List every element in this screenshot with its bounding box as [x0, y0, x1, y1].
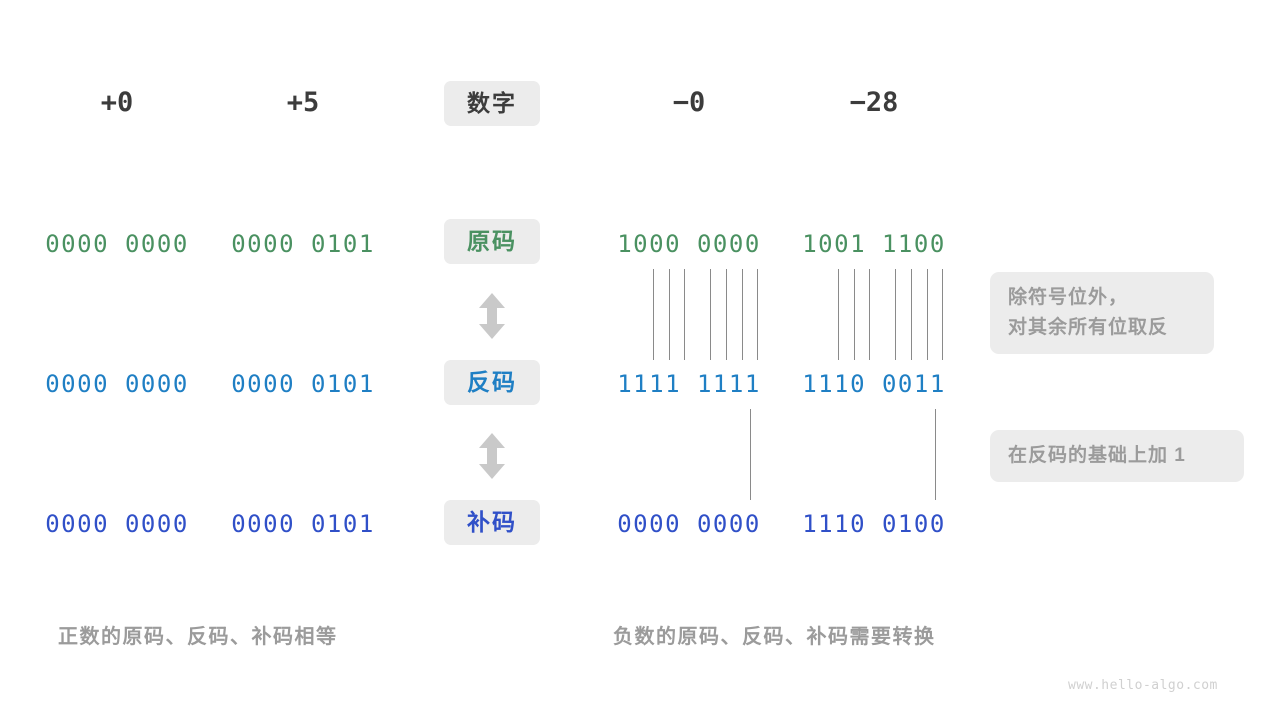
connector-line-invert-minus28-bit6 [911, 269, 912, 360]
connector-line-invert-minus28-bit5 [895, 269, 896, 360]
note-add-one: 在反码的基础上加 1 [990, 430, 1244, 482]
cell-twos-complement-minus0: 0000 0000 [617, 510, 761, 538]
cell-sign-magnitude-minus28: 1001 1100 [802, 230, 946, 258]
cell-ones-complement-plus5: 0000 0101 [231, 370, 375, 398]
cell-twos-complement-minus28: 1110 0100 [802, 510, 946, 538]
cell-sign-magnitude-minus0: 1000 0000 [617, 230, 761, 258]
column-header-minus0: −0 [672, 87, 706, 118]
column-header-minus28: −28 [849, 87, 899, 118]
connector-line-invert-minus0-bit7 [742, 269, 743, 360]
connector-line-invert-minus28-bit7 [927, 269, 928, 360]
cell-ones-complement-minus28: 1110 0011 [802, 370, 946, 398]
cell-twos-complement-plus0: 0000 0000 [45, 510, 189, 538]
column-header-plus0: +0 [100, 87, 134, 118]
connector-line-invert-minus0-bit8 [757, 269, 758, 360]
caption-negative: 负数的原码、反码、补码需要转换 [613, 626, 936, 648]
cell-ones-complement-plus0: 0000 0000 [45, 370, 189, 398]
connector-line-invert-minus0-bit6 [726, 269, 727, 360]
double-arrow-icon [475, 432, 509, 485]
connector-line-invert-minus0-bit2 [653, 269, 654, 360]
column-header-plus5: +5 [286, 87, 320, 118]
connector-line-invert-minus28-bit8 [942, 269, 943, 360]
cell-sign-magnitude-plus5: 0000 0101 [231, 230, 375, 258]
cell-twos-complement-plus5: 0000 0101 [231, 510, 375, 538]
watermark: www.hello-algo.com [1068, 678, 1218, 693]
connector-line-invert-minus0-bit5 [710, 269, 711, 360]
note-invert-bits: 除符号位外， 对其余所有位取反 [990, 272, 1214, 354]
connector-line-invert-minus28-bit4 [869, 269, 870, 360]
note-invert-line-1: 除符号位外， [1008, 287, 1129, 308]
connector-line-addone-minus0 [750, 409, 751, 500]
connector-line-addone-minus28 [935, 409, 936, 500]
row-label-ones-complement: 反码 [444, 360, 540, 405]
note-add-one-line-1: 在反码的基础上加 1 [1008, 445, 1186, 466]
double-arrow-icon [475, 292, 509, 345]
column-header-number-chip: 数字 [444, 81, 540, 126]
connector-line-invert-minus28-bit2 [838, 269, 839, 360]
connector-line-invert-minus28-bit3 [854, 269, 855, 360]
note-invert-line-2: 对其余所有位取反 [1008, 317, 1169, 338]
caption-positive: 正数的原码、反码、补码相等 [58, 626, 338, 648]
row-label-sign-magnitude: 原码 [444, 219, 540, 264]
cell-sign-magnitude-plus0: 0000 0000 [45, 230, 189, 258]
cell-ones-complement-minus0: 1111 1111 [617, 370, 761, 398]
row-label-twos-complement: 补码 [444, 500, 540, 545]
connector-line-invert-minus0-bit4 [684, 269, 685, 360]
connector-line-invert-minus0-bit3 [669, 269, 670, 360]
